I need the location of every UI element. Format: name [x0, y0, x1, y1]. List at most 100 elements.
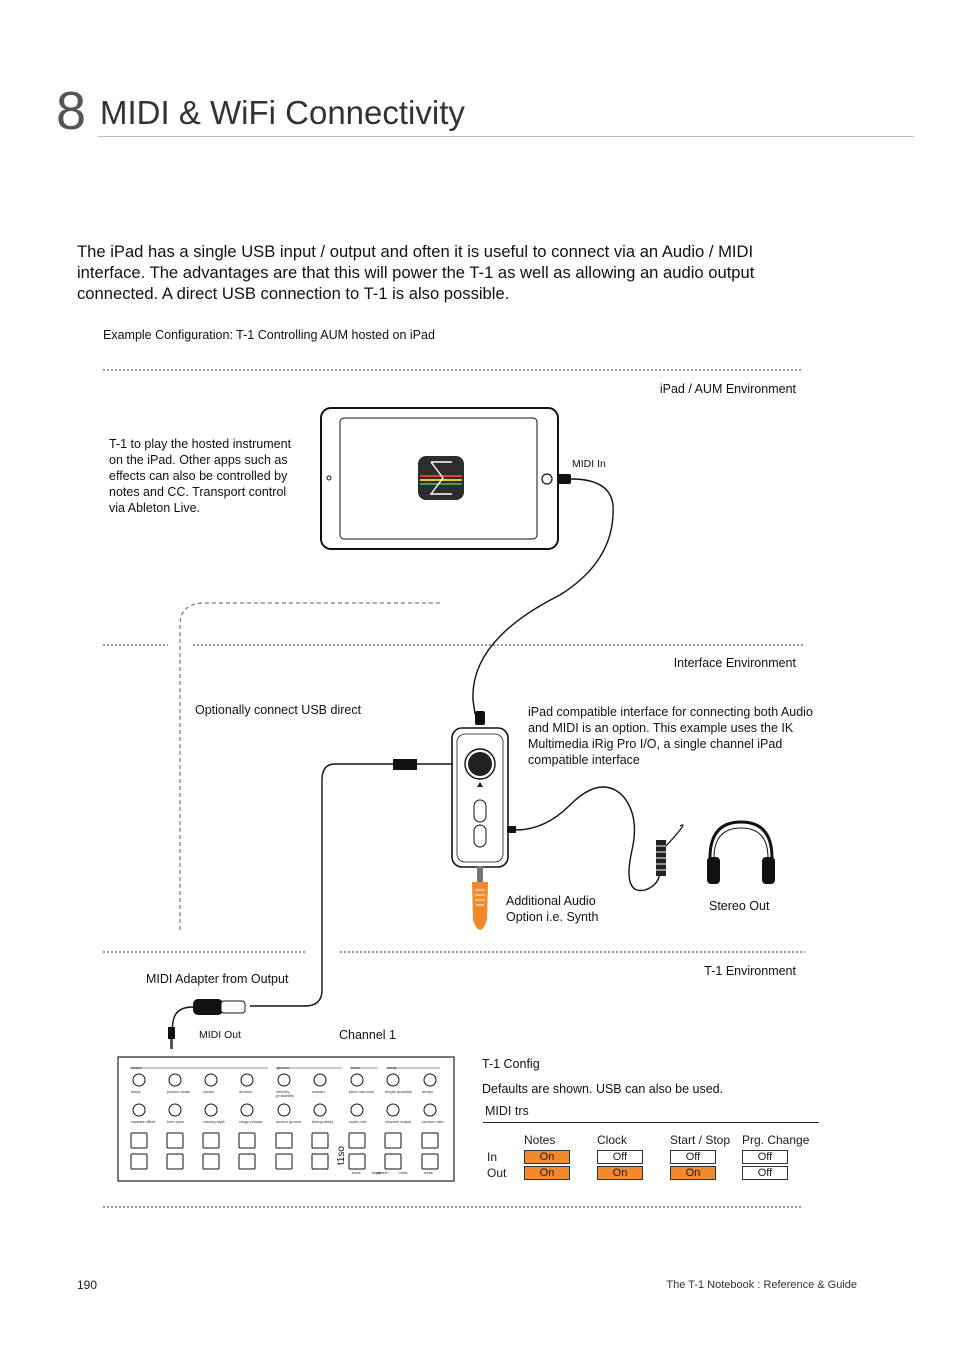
t1-knob-label: range phrase	[239, 1119, 263, 1124]
cable-midi-adapter	[250, 763, 393, 1007]
t1-knob-label: timing delay	[312, 1119, 334, 1124]
t1-knob-label: division	[239, 1089, 253, 1094]
t1-knob-row1-3	[240, 1073, 254, 1087]
t1-knob-label: channel output	[385, 1119, 412, 1124]
t1-environment-label: T-1 Environment	[704, 964, 796, 978]
t1-pad-row1-6	[348, 1132, 366, 1149]
t1-pad-row1-2	[202, 1132, 220, 1149]
t1-knob-label: voicing style	[203, 1119, 225, 1124]
config-out-start-stop: On	[670, 1166, 716, 1180]
audio-midi-interface	[451, 727, 509, 868]
t1-pad-label: temp	[372, 1170, 381, 1175]
config-row-in-label: In	[487, 1150, 498, 1164]
t1-knob-row2-0	[132, 1103, 146, 1117]
t1-knob-row1-1	[168, 1073, 182, 1087]
t1-knob-row2-1	[168, 1103, 182, 1117]
t1-knob-label: pitch harmony	[349, 1089, 375, 1094]
t1-knob-row2-5	[313, 1103, 327, 1117]
t1-pad-row1-1	[166, 1132, 184, 1149]
headphones-icon	[707, 820, 775, 884]
title-rule	[98, 136, 914, 137]
book-title: The T-1 Notebook : Reference & Guide	[666, 1279, 857, 1291]
t1-section-label: groove	[277, 1065, 290, 1070]
t1-pad-row2-4	[275, 1153, 293, 1170]
t1-section-label: shape	[131, 1065, 142, 1070]
defaults-label: Defaults are shown. USB can also be used…	[482, 1082, 724, 1096]
t1-logo: t1so	[335, 1146, 347, 1165]
t1-section-label: setup	[387, 1065, 397, 1070]
config-rule	[483, 1122, 819, 1123]
t1-knob-row1-4	[277, 1073, 291, 1087]
interface-note: iPad compatible interface for connecting…	[528, 705, 813, 767]
t1-knob-row1-8	[423, 1073, 437, 1087]
t1-knob-label: tempo	[422, 1089, 434, 1094]
headphone-cable	[515, 786, 661, 892]
t1-knob-row2-7	[386, 1103, 400, 1117]
t1-device	[117, 1056, 455, 1182]
t1-knob-label: length quantize	[385, 1089, 413, 1094]
t1-knob-label: scale root	[349, 1119, 367, 1124]
t1-pad-row2-2	[202, 1153, 220, 1170]
config-in-program-change: Off	[742, 1150, 788, 1164]
chapter-title: MIDI & WiFi Connectivity	[100, 94, 465, 131]
sigma-icon	[418, 456, 464, 500]
t1-knob-label: random rate	[422, 1119, 444, 1124]
config-heading: MIDI trs	[485, 1104, 529, 1118]
midi-in-label: MIDI In	[572, 458, 606, 470]
config-col-notes: Notes	[524, 1133, 556, 1147]
headphone-plug	[656, 824, 684, 876]
interface-environment-label: Interface Environment	[673, 656, 796, 670]
page-number: 190	[77, 1278, 98, 1292]
config-out-notes: On	[524, 1166, 570, 1180]
t1-pad-label: clear	[399, 1170, 408, 1175]
t1-knob-label: cycles	[203, 1089, 215, 1094]
t1-knob-row2-3	[240, 1103, 254, 1117]
t1-pad-row1-4	[275, 1132, 293, 1149]
config-col-clock: Clock	[597, 1133, 628, 1147]
t1-knob-label: steps	[131, 1089, 141, 1094]
t1-pad-row2-8	[421, 1153, 439, 1170]
audio-option-label: Additional Audio Option i.e. Synth	[506, 894, 599, 924]
diagram-caption: Example Configuration: T-1 Controlling A…	[103, 328, 435, 342]
t1-knob-row2-6	[350, 1103, 364, 1117]
stereo-out-label: Stereo Out	[709, 899, 770, 913]
config-row-out-label: Out	[487, 1166, 507, 1180]
t1-pad-row1-8	[421, 1132, 439, 1149]
t1-config-label: T-1 Config	[482, 1057, 540, 1071]
t1-pad-row2-3	[238, 1153, 256, 1170]
midi-adapter-label: MIDI Adapter from Output	[146, 972, 289, 986]
config-in-start-stop: Off	[670, 1150, 716, 1164]
t1-knob-label: sustain	[312, 1089, 325, 1094]
t1-knob-label: velocity probability	[276, 1089, 295, 1098]
t1-knob-row1-0	[132, 1073, 146, 1087]
t1-pad-row1-7	[384, 1132, 402, 1149]
cable-ipad-interface	[472, 478, 614, 715]
ipad-note: T-1 to play the hosted instrument on the…	[109, 437, 292, 515]
usb-direct-path	[179, 602, 442, 930]
t1-pad-label: pattern	[376, 1170, 389, 1175]
intro-paragraph: The iPad has a single USB input / output…	[77, 242, 755, 303]
ipad-environment-label: iPad / AUM Environment	[659, 382, 796, 396]
t1-pad-row2-7	[384, 1153, 402, 1170]
config-col-start-stop: Start / Stop	[670, 1133, 731, 1147]
t1-pad-row2-1	[166, 1153, 184, 1170]
t1-knob-row2-8	[423, 1103, 437, 1117]
t1-knob-row1-7	[386, 1073, 400, 1087]
chapter-number: 8	[56, 81, 87, 141]
usb-direct-label: Optionally connect USB direct	[195, 703, 362, 717]
t1-knob-row2-2	[204, 1103, 218, 1117]
t1-knob-row2-4	[277, 1103, 291, 1117]
t1-pad-row1-5	[311, 1132, 329, 1149]
t1-knob-label: time pace	[167, 1119, 185, 1124]
config-in-clock: Off	[597, 1150, 643, 1164]
t1-knob-label: accent groove	[276, 1119, 302, 1124]
t1-pad-row2-5	[311, 1153, 329, 1170]
channel-label: Channel 1	[339, 1028, 396, 1042]
config-out-clock: On	[597, 1166, 643, 1180]
t1-pad-label: mute	[424, 1170, 433, 1175]
t1-knob-label: repeats offset	[131, 1119, 156, 1124]
t1-knob-row1-2	[204, 1073, 218, 1087]
midi-out-label: MIDI Out	[199, 1029, 242, 1041]
t1-knob-label: pulses rotate	[167, 1089, 190, 1094]
